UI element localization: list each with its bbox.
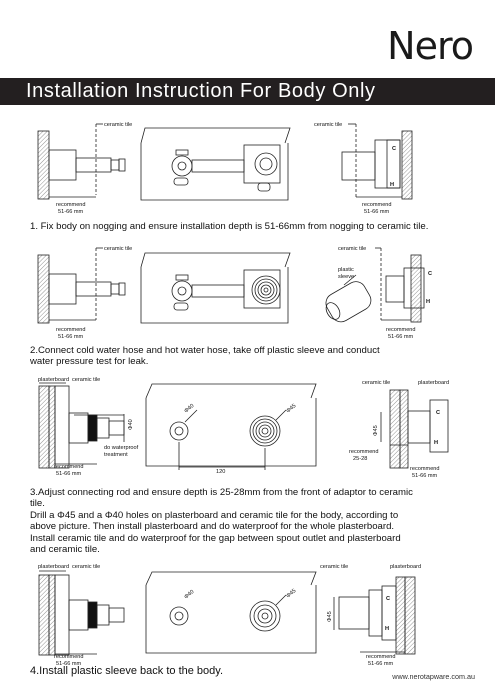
step-4-line: 4.Install plastic sleeve back to the bod…: [30, 665, 224, 677]
s3-range-mid: 25-28: [353, 456, 367, 462]
step2-front-view: [140, 252, 291, 324]
step-1-text: 1. Fix body on nogging and ensure instal…: [30, 221, 475, 232]
step1-side-left: [37, 123, 126, 200]
step2-side-left: [37, 247, 126, 324]
step-3-line-2: tile.: [30, 498, 45, 510]
s3-waterproof-2: treatment: [104, 452, 128, 458]
step-1-line: 1. Fix body on nogging and ensure instal…: [30, 221, 429, 232]
s1-h: H: [390, 182, 394, 188]
s2-recommend-right: recommend: [386, 327, 416, 333]
s3-plasterboard-right: plasterboard: [418, 380, 449, 386]
step-3-text: 3.Adjust connecting rod and ensure depth…: [30, 487, 475, 555]
s2-ceramic-right: ceramic tile: [338, 246, 366, 252]
s3-recommend-left: recommend: [54, 464, 84, 470]
s4-range-left: 51-66 mm: [56, 661, 82, 667]
s3-phi45-side: Φ45: [373, 425, 379, 436]
s4-range-right: 51-66 mm: [368, 661, 394, 667]
s3-dim-120: 120: [216, 469, 225, 475]
s3-phi40-side: Φ40: [128, 419, 134, 430]
s4-ceramic-left: ceramic tile: [72, 564, 100, 570]
s3-hole-45: Φ45: [285, 403, 297, 414]
s2-sleeve-label: sleeve: [338, 274, 354, 280]
step-2-line-2: water pressure test for leak.: [30, 356, 149, 368]
step-2-text: 2.Connect cold water hose and hot water …: [30, 345, 475, 368]
step4-side-left: [38, 570, 125, 656]
step3-side-right: [380, 389, 449, 469]
step-3-line-4: above picture. Then install plasterboard…: [30, 521, 395, 533]
title-banner: Installation Instruction For Body Only: [0, 78, 495, 105]
step4-side-right: [333, 576, 416, 655]
s1-ceramic-left: ceramic tile: [104, 122, 132, 128]
step1-side-right: [341, 123, 413, 200]
s3-c: C: [436, 410, 440, 416]
s4-plasterboard-right: plasterboard: [390, 564, 421, 570]
s3-hole-40: Φ40: [183, 403, 195, 414]
s4-h: H: [385, 626, 389, 632]
s2-range-left: 51-66 mm: [58, 334, 84, 340]
s4-recommend-right: recommend: [366, 654, 396, 660]
step3-front-view: [145, 383, 317, 470]
s1-recommend-left: recommend: [56, 202, 86, 208]
s4-hole-45: Φ45: [285, 588, 297, 599]
brand-logo: Nero: [387, 24, 474, 68]
s2-range-right: 51-66 mm: [388, 334, 414, 340]
s4-hole-40: Φ40: [183, 589, 195, 600]
s3-waterproof-1: do waterproof: [104, 445, 139, 451]
s2-h: H: [426, 299, 430, 305]
step-3-line-5: Install ceramic tile and do waterproof f…: [30, 532, 401, 544]
s3-ceramic-left: ceramic tile: [72, 377, 100, 383]
step-3-line-3: Drill a Φ45 and a Φ40 holes on plasterbo…: [30, 509, 399, 521]
page-title: Installation Instruction For Body Only: [26, 80, 376, 102]
s3-range-right: 51-66 mm: [412, 473, 438, 479]
s3-recommend-right: recommend: [410, 466, 440, 472]
s1-range-left: 51-66 mm: [58, 209, 84, 215]
s2-c: C: [428, 271, 432, 277]
step-3-line-6: and ceramic tile.: [30, 544, 100, 556]
s4-ceramic-right: ceramic tile: [320, 564, 348, 570]
step-2-line-1: 2.Connect cold water hose and hot water …: [30, 345, 380, 356]
s2-plastic-label: plastic: [338, 267, 354, 273]
step2-side-right: [375, 247, 425, 323]
step1-front-view: [140, 127, 291, 201]
step-3-line-1: 3.Adjust connecting rod and ensure depth…: [30, 487, 413, 498]
s4-recommend-left: recommend: [54, 654, 84, 660]
website-link[interactable]: www.nerotapware.com.au: [392, 672, 475, 681]
s2-ceramic-left: ceramic tile: [104, 246, 132, 252]
s1-c: C: [392, 146, 396, 152]
s1-ceramic-right: ceramic tile: [314, 122, 342, 128]
s3-range-left: 51-66 mm: [56, 471, 82, 477]
s1-range-right: 51-66 mm: [364, 209, 390, 215]
s3-plasterboard-left: plasterboard: [38, 377, 69, 383]
s3-h: H: [434, 440, 438, 446]
s4-c: C: [386, 596, 390, 602]
step-4-text: 4.Install plastic sleeve back to the bod…: [30, 665, 475, 677]
plastic-sleeve-drawing: [325, 274, 372, 323]
s3-recommend-mid: recommend: [349, 449, 379, 455]
s1-recommend-right: recommend: [362, 202, 392, 208]
s2-recommend-left: recommend: [56, 327, 86, 333]
step4-front-view: [145, 571, 317, 654]
step3-side-left: [38, 382, 125, 469]
s4-plasterboard-left: plasterboard: [38, 564, 69, 570]
s4-phi45-side: Φ45: [327, 611, 333, 622]
s3-ceramic-right: ceramic tile: [362, 380, 390, 386]
